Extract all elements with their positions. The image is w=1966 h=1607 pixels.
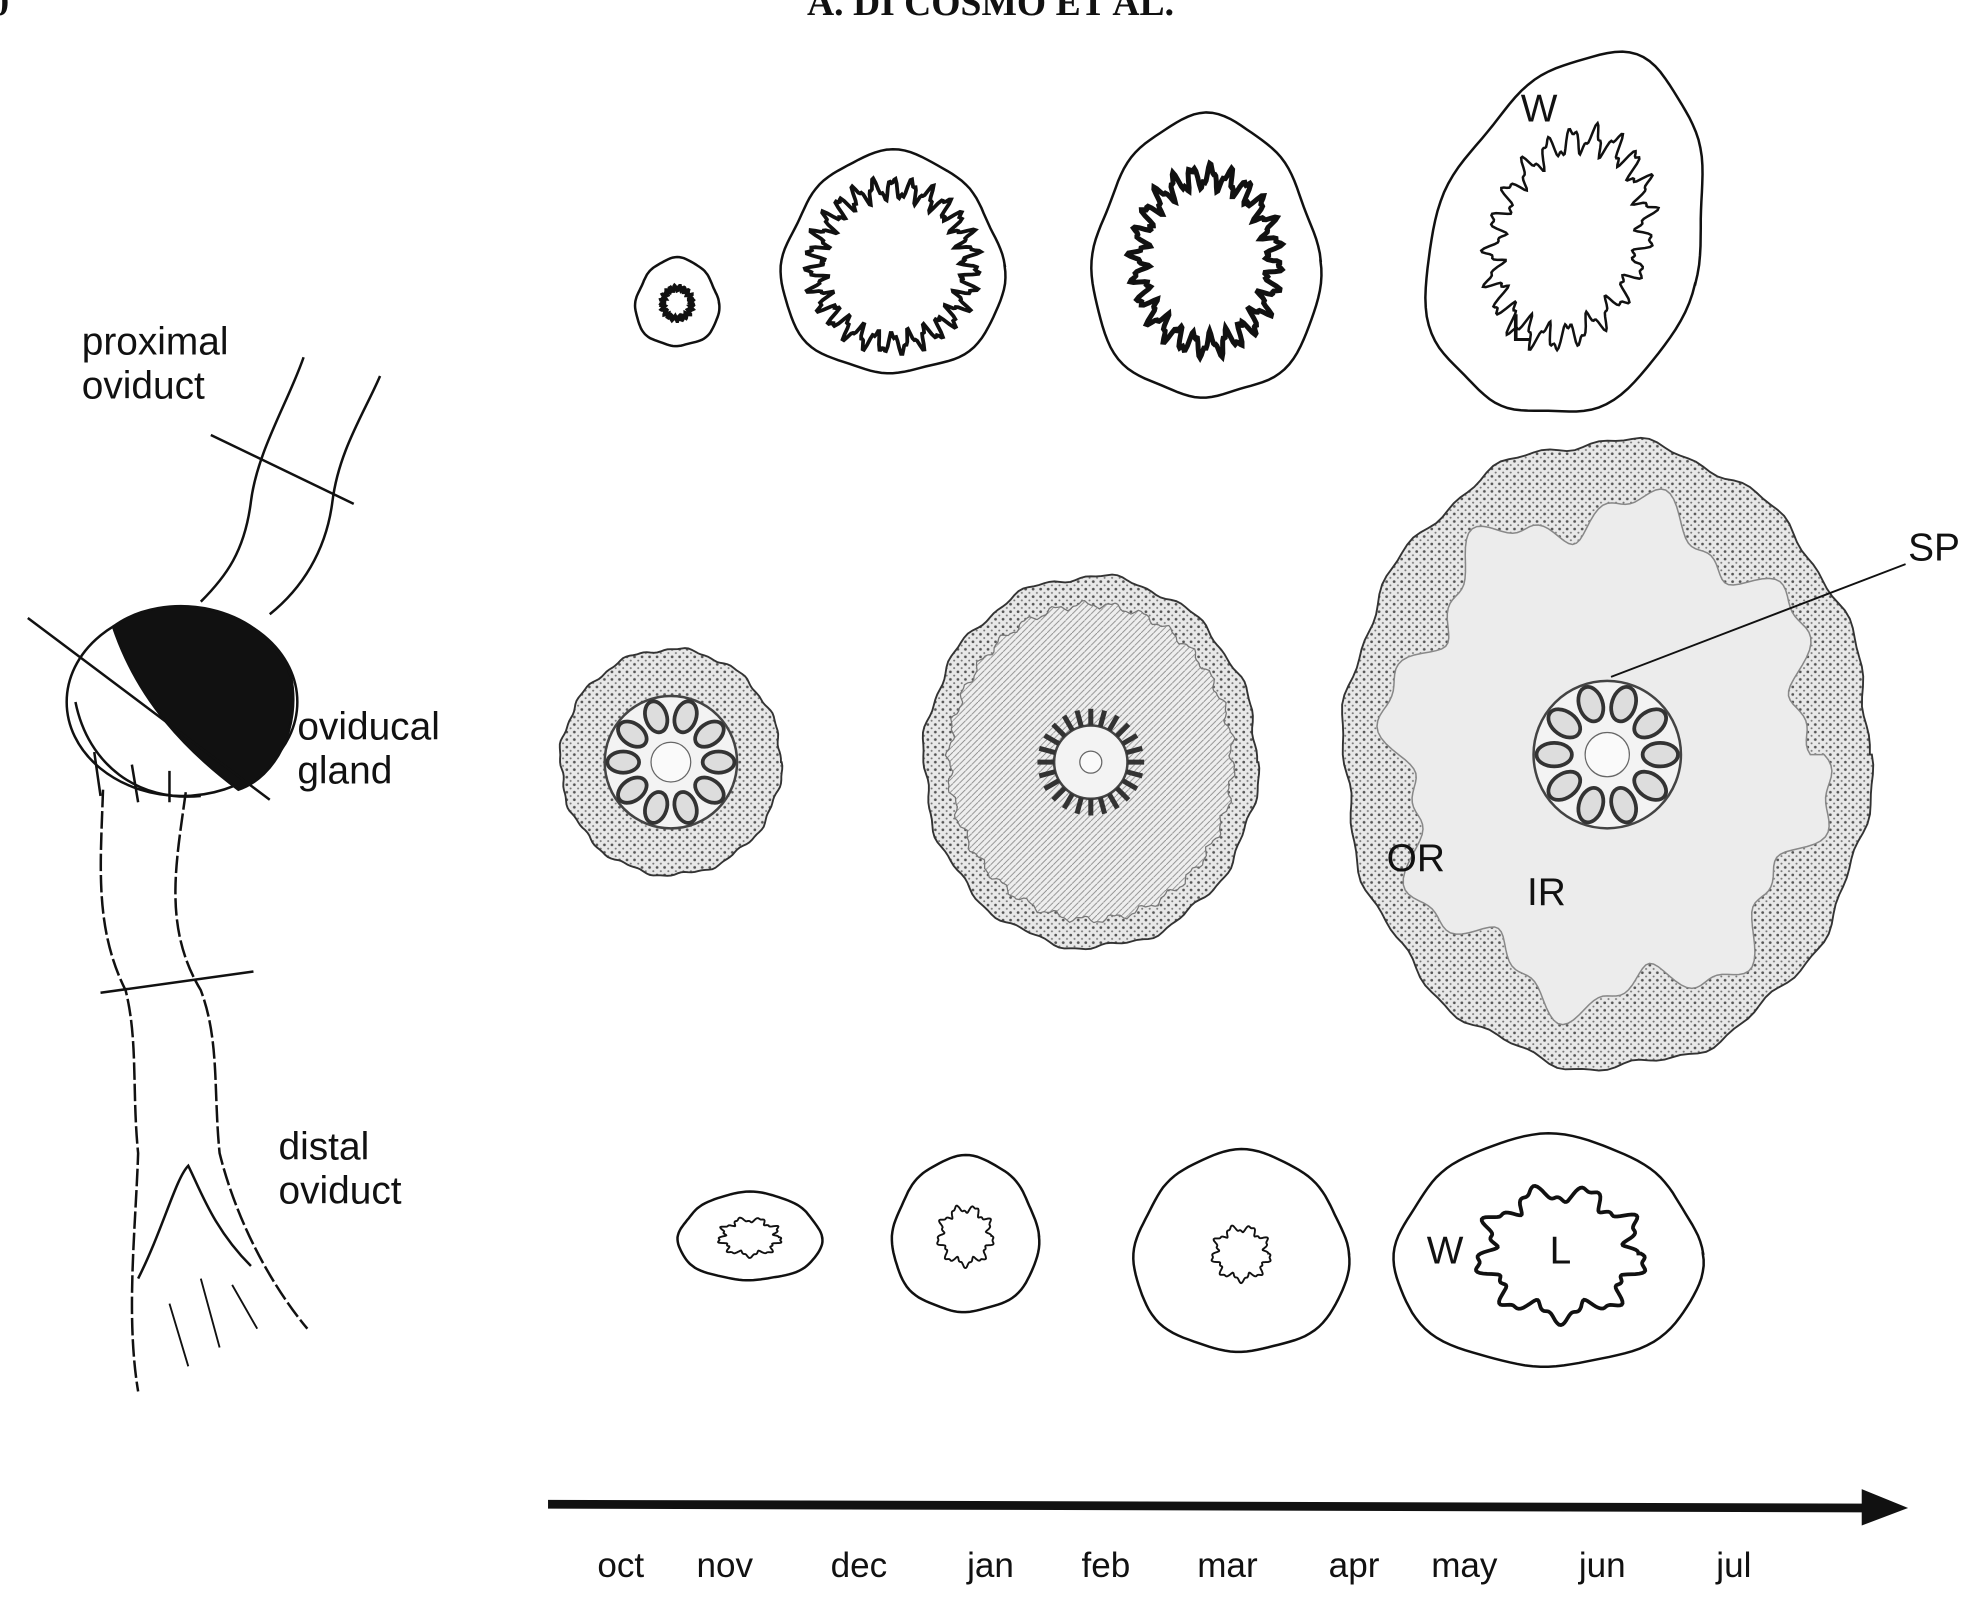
sp-pointer-line [1610,563,1906,678]
oviduct-drawing [27,356,382,1392]
proximal-section-3 [1090,111,1323,399]
label-distal-oviduct-2: oviduct [279,1169,402,1212]
label-proximal-oviduct-2: oviduct [82,365,205,408]
label-distal-oviduct-1: distal [279,1125,370,1168]
label-oviducal-gland-2: gland [297,749,392,792]
proximal-section-4 [1424,50,1704,413]
label-gland-OR: OR [1387,837,1445,880]
label-proximal-L: L [1511,307,1533,350]
month-label-jun: jun [1578,1546,1626,1585]
gland-section-3 [1341,436,1875,1072]
month-label-jul: jul [1715,1546,1751,1585]
label-distal-W: W [1427,1230,1464,1273]
month-label-dec: dec [831,1546,888,1585]
proximal-section-1 [633,255,721,348]
running-title: A. DI COSMO ET AL. [807,0,1174,24]
month-label-oct: oct [597,1546,644,1585]
month-label-may: may [1431,1546,1498,1585]
month-label-feb: feb [1081,1546,1130,1585]
month-label-apr: apr [1329,1546,1380,1585]
distal-section-3 [1132,1147,1351,1354]
gland-section-2 [921,573,1261,951]
label-gland-IR: IR [1527,871,1566,914]
label-proximal-W: W [1521,88,1558,131]
label-distal-L: L [1550,1230,1572,1273]
label-oviducal-gland-1: oviducal [297,706,440,749]
distal-section-4 [1392,1132,1705,1368]
gland-section-1 [558,647,784,877]
month-label-mar: mar [1197,1546,1258,1585]
timeline-arrow [548,1489,1909,1526]
month-label-nov: nov [696,1546,753,1585]
month-label-jan: jan [966,1546,1014,1585]
page-number: 0 [0,0,9,24]
label-proximal-oviduct-1: proximal [82,321,229,364]
distal-section-1 [676,1190,824,1282]
label-gland-SP: SP [1908,526,1960,569]
distal-section-2 [890,1153,1041,1314]
proximal-section-2 [779,148,1007,375]
